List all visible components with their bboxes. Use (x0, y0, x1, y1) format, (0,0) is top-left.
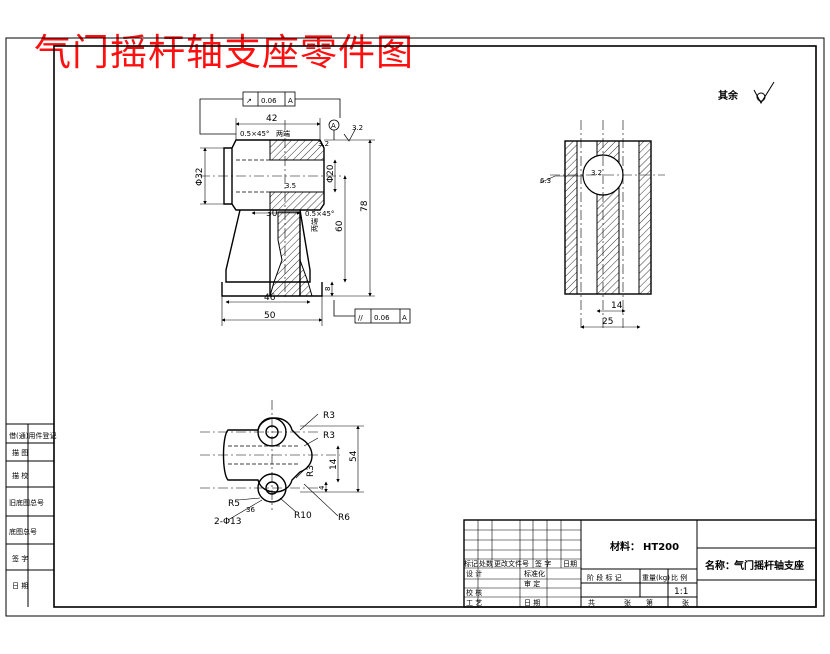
stage-label: 阶 段 标 记 (587, 573, 622, 582)
dim-60: 60 (335, 220, 345, 232)
dim-chamfer-top-note: 两端 (276, 129, 290, 138)
top-hidden-lines (228, 445, 300, 465)
rev-h-2: 更改文件号 (494, 559, 529, 568)
datum-a-marker (328, 119, 340, 140)
side-hatch-left (564, 140, 578, 295)
datum-label: A (331, 122, 336, 130)
dim-chamfer-mid: 0.5×45° (305, 210, 334, 218)
left-strip (6, 423, 54, 607)
roughness-top-icon (343, 127, 357, 142)
top-dim-14: 14 (329, 458, 339, 470)
sheet-no: 第 (646, 598, 653, 607)
side-dimension-lines (539, 175, 641, 329)
top-r10: R10 (294, 511, 312, 521)
strip-label-2: 描 校 (12, 471, 28, 480)
side-rough-side: 6.3 (540, 177, 551, 185)
rev-h-4: 日期 (563, 560, 577, 568)
rev-h-3: 签 字 (535, 559, 551, 568)
dim-chamfer-top: 0.5×45° (240, 130, 269, 138)
top-view (222, 417, 313, 503)
top-holes: 2-Φ13 (214, 517, 242, 527)
section-hatch-top (269, 139, 325, 161)
tolerance-frame-bottom (333, 300, 411, 324)
dim-30: 30 (266, 209, 278, 219)
dim-8: 8 (324, 287, 332, 291)
row-review: 审 定 (524, 579, 540, 588)
dim-78: 78 (360, 200, 370, 212)
part-name-label: 名称： (705, 559, 735, 572)
material-label: 材料： (610, 540, 640, 553)
drawing-title: 气门摇杆轴支座零件图 (34, 31, 414, 74)
section-hatch-rib (269, 211, 313, 297)
row-date: 日 期 (524, 599, 540, 607)
front-dimension-lines (200, 118, 375, 326)
sheet-unit: 张 (624, 598, 631, 607)
strip-label-5: 签 字 (12, 554, 28, 563)
title-block (463, 519, 817, 608)
strip-label-0: 借(通)用件登记 (9, 431, 56, 440)
top-r6: R6 (338, 513, 350, 523)
side-centerlines (550, 120, 665, 330)
roughness-note: 其余 (718, 89, 739, 102)
material-value: HT200 (643, 542, 679, 553)
side-dim-25: 25 (602, 317, 613, 327)
dim-50: 50 (264, 311, 276, 321)
part-name-value: 气门摇杆轴支座 (733, 559, 804, 572)
sheet-inner-border (53, 45, 817, 608)
rough-mid: 3.2 (318, 140, 329, 148)
side-dim-14: 14 (611, 301, 623, 311)
top-r5: R5 (228, 499, 240, 509)
top-dim-36: 36 (246, 506, 255, 514)
dim-42: 42 (266, 114, 277, 124)
tol-bottom-datum: A (402, 314, 407, 322)
dim-3-5: 3.5 (285, 182, 296, 190)
tol-bottom-value: 0.06 (374, 314, 390, 322)
row-check: 校 核 (466, 588, 482, 597)
top-r3-b: R3 (323, 431, 335, 441)
roughness-symbol-icon (753, 81, 775, 104)
tol-top-value: 0.06 (261, 97, 277, 105)
top-centerlines (200, 400, 340, 510)
side-hatch-right (638, 140, 652, 295)
rough-top: 3.2 (352, 124, 363, 132)
sheet-unit2: 张 (682, 598, 689, 607)
scale-value: 1:1 (674, 587, 688, 597)
top-dim-4: 4 (318, 485, 326, 490)
rev-h-0: 标记 (464, 559, 478, 568)
dim-46: 46 (264, 293, 276, 303)
tolerance-frame-top (199, 91, 341, 135)
strip-label-4: 底图总号 (9, 527, 37, 536)
sheet-total: 共 (588, 598, 595, 607)
tol-bottom-symbol: // (358, 314, 363, 322)
tol-top-symbol: ↗ (246, 97, 252, 105)
scale-label: 比 例 (671, 573, 687, 582)
sheet-outer-border (5, 37, 825, 617)
tol-top-datum: A (288, 97, 293, 105)
section-hatch-bottom (269, 191, 325, 211)
strip-label-1: 描 图 (12, 448, 28, 457)
weight-label: 重量(kg) (642, 574, 670, 582)
dim-d20: Φ20 (326, 164, 336, 183)
row-design: 设 计 (466, 569, 482, 578)
row-craft: 工 艺 (466, 599, 482, 607)
strip-label-3: 旧底图总号 (9, 498, 44, 507)
strip-label-6: 日 期 (12, 582, 28, 590)
top-r3-a: R3 (323, 411, 335, 421)
row-std: 标准化 (524, 569, 545, 578)
top-dimension-lines (227, 413, 364, 521)
top-r3-c: R3 (306, 465, 316, 477)
top-dim-54: 54 (349, 450, 359, 462)
dim-d32: Φ32 (195, 167, 205, 186)
front-centerlines (200, 120, 345, 300)
rev-h-1: 处数 (479, 559, 493, 568)
side-rough-hole: 3.2 (591, 169, 602, 177)
dim-chamfer-mid-note: 两端 (310, 218, 319, 232)
